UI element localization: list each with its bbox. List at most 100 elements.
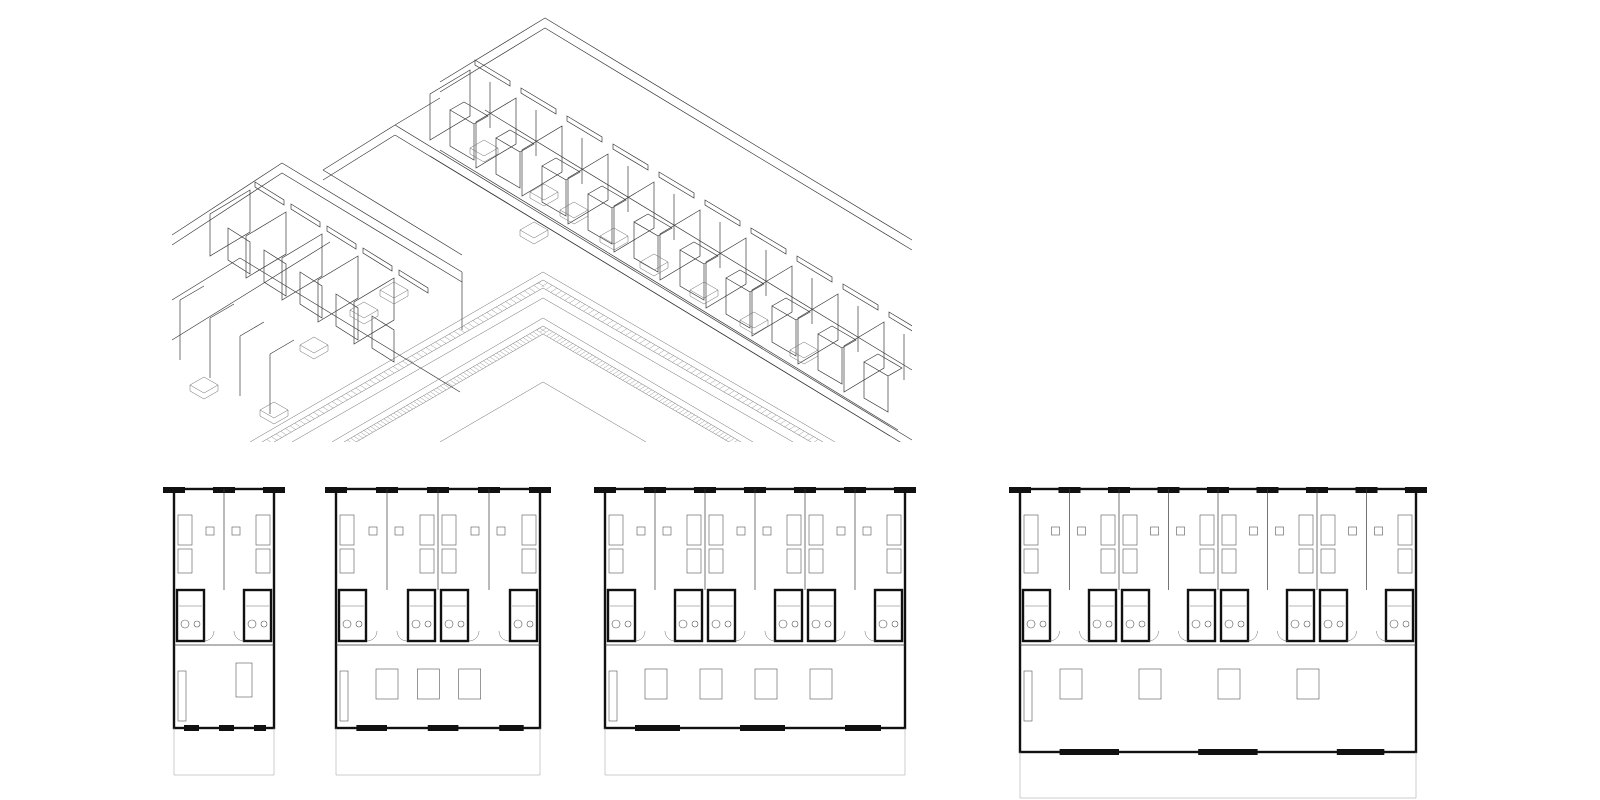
- wardrobe: [419, 548, 435, 574]
- balcony-outline: [1019, 752, 1417, 799]
- door-swing: [468, 630, 480, 642]
- chair: [470, 526, 480, 536]
- wardrobe: [608, 548, 624, 574]
- sink: [891, 620, 899, 628]
- plan-a: [163, 487, 285, 776]
- wall-segment: [1336, 749, 1385, 755]
- door-swing: [1178, 630, 1189, 642]
- bathroom-pod: [706, 588, 737, 643]
- wardrobe: [1122, 548, 1138, 574]
- door-swing: [1376, 630, 1387, 642]
- chair: [662, 526, 672, 536]
- bathroom-pod: [1021, 588, 1052, 643]
- bed: [1320, 514, 1336, 546]
- chair: [394, 526, 404, 536]
- bed: [1221, 514, 1237, 546]
- lounge-furniture: [644, 668, 668, 700]
- dining-table: [235, 662, 253, 698]
- bathroom-pod: [606, 588, 637, 643]
- bathroom-pod: [1087, 588, 1118, 643]
- wardrobe: [686, 548, 702, 574]
- bed: [339, 514, 355, 546]
- door-swing: [1277, 630, 1288, 642]
- toilet: [1323, 619, 1333, 629]
- wardrobe: [1100, 548, 1116, 574]
- chair: [231, 526, 241, 536]
- sink: [1204, 620, 1212, 628]
- kitchen-counter: [339, 670, 349, 722]
- plan-b: [325, 487, 551, 776]
- bed: [1100, 514, 1116, 546]
- wall-segment: [845, 725, 881, 731]
- bed: [786, 514, 802, 546]
- toilet: [778, 619, 788, 629]
- door-swing: [764, 630, 776, 642]
- sink: [1303, 620, 1311, 628]
- facade-pier: [594, 487, 616, 493]
- chair: [1051, 526, 1060, 536]
- bathroom-pod: [1219, 588, 1250, 643]
- bathroom-pod: [1186, 588, 1217, 643]
- lounge-furniture: [809, 668, 833, 700]
- wall-segment: [254, 725, 266, 731]
- wall-segment: [219, 725, 234, 731]
- wardrobe: [708, 548, 724, 574]
- bathroom-pod: [175, 588, 206, 643]
- chair: [836, 526, 846, 536]
- chair: [496, 526, 506, 536]
- door-swing: [366, 630, 378, 642]
- sink: [824, 620, 832, 628]
- toilet: [878, 619, 888, 629]
- toilet: [342, 619, 352, 629]
- bed: [686, 514, 702, 546]
- balcony-outline: [335, 728, 541, 776]
- toilet: [611, 619, 621, 629]
- bathroom-pod: [337, 588, 368, 643]
- facade-pier: [263, 487, 285, 493]
- wall-segment: [427, 725, 459, 731]
- toilet: [811, 619, 821, 629]
- kitchen-counter: [608, 670, 618, 722]
- door-swing: [203, 630, 215, 642]
- door-swing: [396, 630, 408, 642]
- wall-segment: [1198, 749, 1258, 755]
- chair: [1249, 526, 1258, 536]
- lounge-furniture: [1296, 668, 1320, 700]
- sink: [193, 620, 201, 628]
- sink: [1039, 620, 1047, 628]
- wardrobe: [1298, 548, 1314, 574]
- wardrobe: [255, 548, 271, 574]
- toilet: [1224, 619, 1234, 629]
- facade-pier: [1405, 487, 1427, 493]
- wall-segment: [635, 725, 680, 731]
- toilet: [1389, 619, 1399, 629]
- kitchen-counter: [177, 670, 187, 722]
- chair: [762, 526, 772, 536]
- facade-hatch: [262, 279, 819, 442]
- wardrobe: [177, 548, 193, 574]
- bed: [1023, 514, 1039, 546]
- facade-pier: [163, 487, 185, 493]
- bed: [1122, 514, 1138, 546]
- chair: [1348, 526, 1357, 536]
- facade-pier: [325, 487, 347, 493]
- door-swing: [1247, 630, 1258, 642]
- door-swing: [864, 630, 876, 642]
- wardrobe: [1199, 548, 1215, 574]
- toilet: [180, 619, 190, 629]
- bed: [1199, 514, 1215, 546]
- door-swing: [664, 630, 676, 642]
- wall-segment: [1059, 749, 1119, 755]
- wardrobe: [808, 548, 824, 574]
- toilet: [444, 619, 454, 629]
- lounge-furniture: [375, 668, 399, 700]
- bed: [177, 514, 193, 546]
- floor-plans: [163, 487, 1427, 799]
- toilet: [1290, 619, 1300, 629]
- facade-pier: [1009, 487, 1031, 493]
- wall-segment: [356, 725, 387, 731]
- chair: [736, 526, 746, 536]
- sink: [1402, 620, 1410, 628]
- bed: [521, 514, 537, 546]
- kitchen-counter: [1023, 670, 1033, 722]
